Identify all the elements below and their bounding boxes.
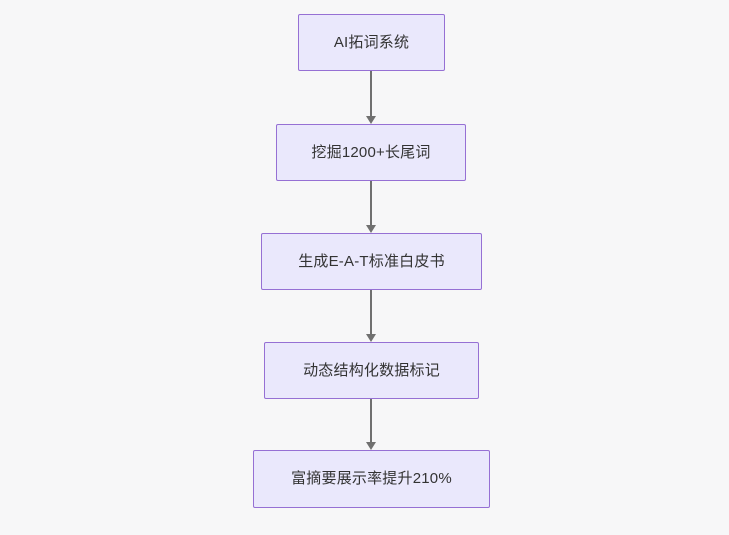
flow-node-longtail-keywords[interactable]: 挖掘1200+长尾词 [276,124,466,181]
flow-node-rich-snippet-result[interactable]: 富摘要展示率提升210% [253,450,490,508]
flow-node-ai-keyword-system[interactable]: AI拓词系统 [298,14,445,71]
arrow-head-icon [366,225,376,233]
flow-node-label: 动态结构化数据标记 [303,361,440,379]
flow-node-label: 生成E-A-T标准白皮书 [298,252,445,270]
flow-node-label: 富摘要展示率提升210% [291,470,452,487]
arrow-head-icon [366,116,376,124]
flow-edge-line [370,399,372,443]
arrow-head-icon [366,442,376,450]
flow-node-label: AI拓词系统 [333,33,410,51]
flow-edge-line [370,290,372,335]
flow-edge-line [370,71,372,117]
arrow-head-icon [366,334,376,342]
flow-node-label: 挖掘1200+长尾词 [311,143,431,161]
flow-edge-line [370,181,372,226]
flow-node-eat-whitepaper[interactable]: 生成E-A-T标准白皮书 [261,233,482,290]
flow-node-structured-data-markup[interactable]: 动态结构化数据标记 [264,342,479,399]
